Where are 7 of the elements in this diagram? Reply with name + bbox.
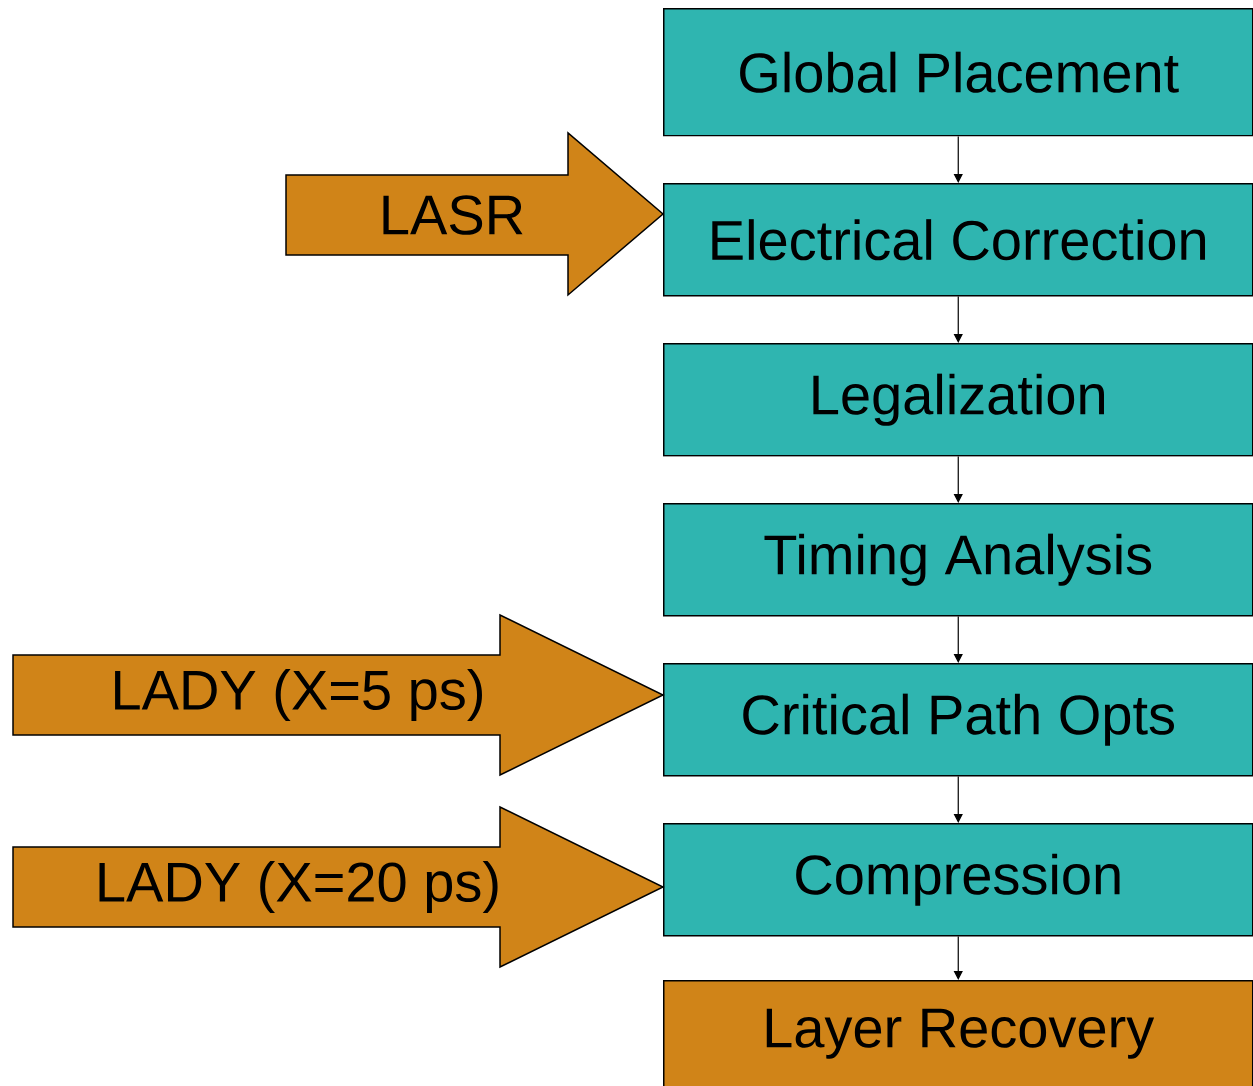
process-box: Electrical Correction <box>663 183 1253 297</box>
process-box: Timing Analysis <box>663 503 1253 617</box>
process-box: Global Placement <box>663 8 1253 137</box>
process-box: Legalization <box>663 343 1253 457</box>
process-box: Compression <box>663 823 1253 937</box>
process-box: Critical Path Opts <box>663 663 1253 777</box>
process-box: Layer Recovery <box>663 980 1253 1086</box>
